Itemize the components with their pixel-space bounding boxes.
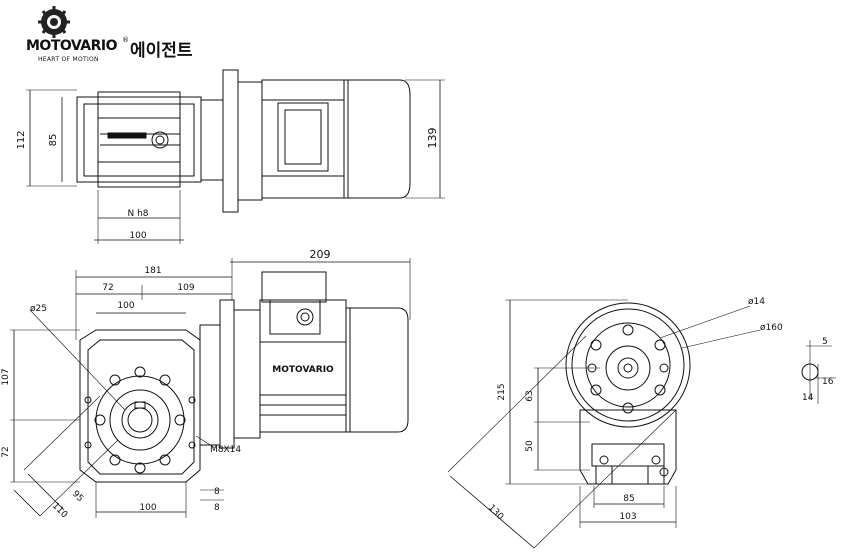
dim-209: 209: [310, 248, 331, 261]
dim-100-bottom: 100: [139, 503, 156, 513]
dim-top-139: 139: [426, 128, 439, 149]
top-view: [26, 69, 445, 244]
front-view: [10, 258, 411, 518]
brand-tagline: HEART OF MOTION: [38, 56, 99, 63]
dim-110: 110: [50, 501, 69, 520]
dim-109: 109: [177, 283, 194, 293]
dim-8-lower: 8: [214, 503, 220, 513]
brand-name: MOTOVARIO: [26, 38, 118, 54]
dim-top-n-h8: N h8: [127, 209, 148, 219]
dim-107: 107: [1, 368, 11, 385]
dim-key-16: 16: [822, 377, 834, 387]
dim-72-left: 72: [1, 446, 11, 457]
gear-emblem-icon: [38, 6, 70, 38]
dim-top-112: 112: [16, 130, 27, 149]
dim-top-85: 85: [48, 134, 59, 147]
dim-85-side: 85: [623, 494, 634, 504]
dim-103: 103: [619, 512, 636, 522]
dim-181: 181: [144, 266, 161, 276]
brand-korean-name: 에이전트: [130, 41, 193, 61]
dim-130: 130: [486, 503, 505, 522]
dim-95: 95: [70, 489, 85, 504]
dim-top-100: 100: [129, 231, 146, 241]
dim-50: 50: [525, 440, 535, 452]
dim-63: 63: [525, 390, 535, 401]
dim-m8x14: M8X14: [210, 445, 241, 455]
dim-dia25: ø25: [30, 304, 47, 314]
dim-100-mid: 100: [117, 301, 134, 311]
motor-nameplate: MOTOVARIO: [272, 365, 334, 375]
side-view: [447, 299, 836, 549]
dim-dia14: ø14: [748, 297, 765, 307]
dim-72-top: 72: [102, 283, 113, 293]
dim-key-14: 14: [802, 393, 814, 403]
motovario-logo: MOTOVARIO ® 에이전트 HEART OF MOTION: [26, 6, 216, 66]
dim-key-5: 5: [822, 337, 828, 347]
dim-8-upper: 8: [214, 487, 220, 497]
registered-mark: ®: [122, 36, 129, 44]
dim-215: 215: [497, 383, 507, 400]
dim-dia160: ø160: [760, 323, 783, 333]
